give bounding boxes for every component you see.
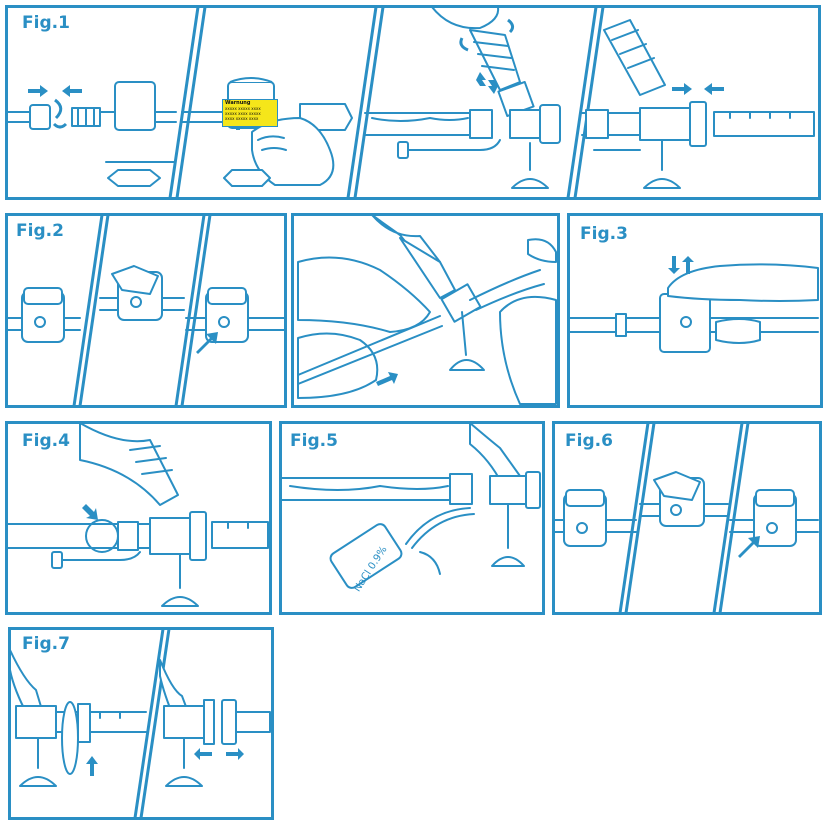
fig4-label: Fig.4 (22, 431, 70, 451)
rotate-arrow-icon (507, 18, 515, 34)
fig1-label: Fig.1 (22, 13, 70, 33)
fig2-valve-1 (7, 287, 81, 343)
fig3-label: Fig.3 (580, 224, 628, 244)
warning-label-line: xxxx xxxxx xxxx (225, 116, 259, 121)
arrow-icon (82, 504, 98, 520)
fig1-step2-label-attach (181, 77, 353, 187)
warning-label: Warnung xxxxx xxxxx xxxx xxxxx xxxx xxxx… (222, 99, 278, 127)
arrow-icon (376, 372, 398, 386)
rotate-arrow-icon (54, 98, 63, 120)
rotate-arrow-icon (52, 122, 68, 129)
fig2-valve-2 (99, 265, 185, 321)
arrow-icon (672, 83, 692, 95)
fig4-panel (5, 421, 272, 615)
arrow-icon (476, 72, 486, 86)
warning-label-title: Warnung (225, 100, 251, 106)
fig5-label: Fig.5 (290, 431, 338, 451)
fig7-step2-disconnect (159, 659, 271, 787)
fig1-step1-connector (7, 81, 177, 187)
fig7-step1-cap (9, 649, 147, 787)
fig2-label: Fig.2 (16, 221, 64, 241)
double-arrow-icon (682, 256, 694, 274)
fig6-valve-1 (554, 489, 637, 547)
fig6-valve-2 (639, 471, 729, 527)
arrow-icon (86, 756, 98, 776)
double-arrow-icon (194, 748, 212, 760)
arrow-icon (62, 85, 82, 97)
fig2-valve-3 (185, 287, 285, 354)
fig6-valve-3 (729, 489, 819, 558)
warning-label-line: xxxxx xxxxx xxxx (225, 106, 261, 111)
arrow-icon (738, 536, 760, 558)
arrow-icon (704, 83, 724, 95)
arrow-icon (488, 80, 498, 94)
fig7-label: Fig.7 (22, 634, 70, 654)
double-arrow-icon (668, 256, 680, 274)
warning-label-line: xxxxx xxxx xxxxx (225, 111, 261, 116)
fig2-hand-scene (297, 214, 557, 405)
fig1-step4-assembled (581, 19, 815, 189)
arrow-icon (28, 85, 48, 97)
fig1-step3-elbow-connect (364, 6, 561, 189)
fig4-assembly (7, 422, 269, 607)
arrow-icon (196, 332, 218, 354)
rotate-arrow-icon (459, 37, 469, 52)
double-arrow-icon (226, 748, 244, 760)
fig3-valve-press (569, 256, 819, 353)
fig6-label: Fig.6 (565, 431, 613, 451)
fig5-saline-flush (281, 422, 541, 589)
